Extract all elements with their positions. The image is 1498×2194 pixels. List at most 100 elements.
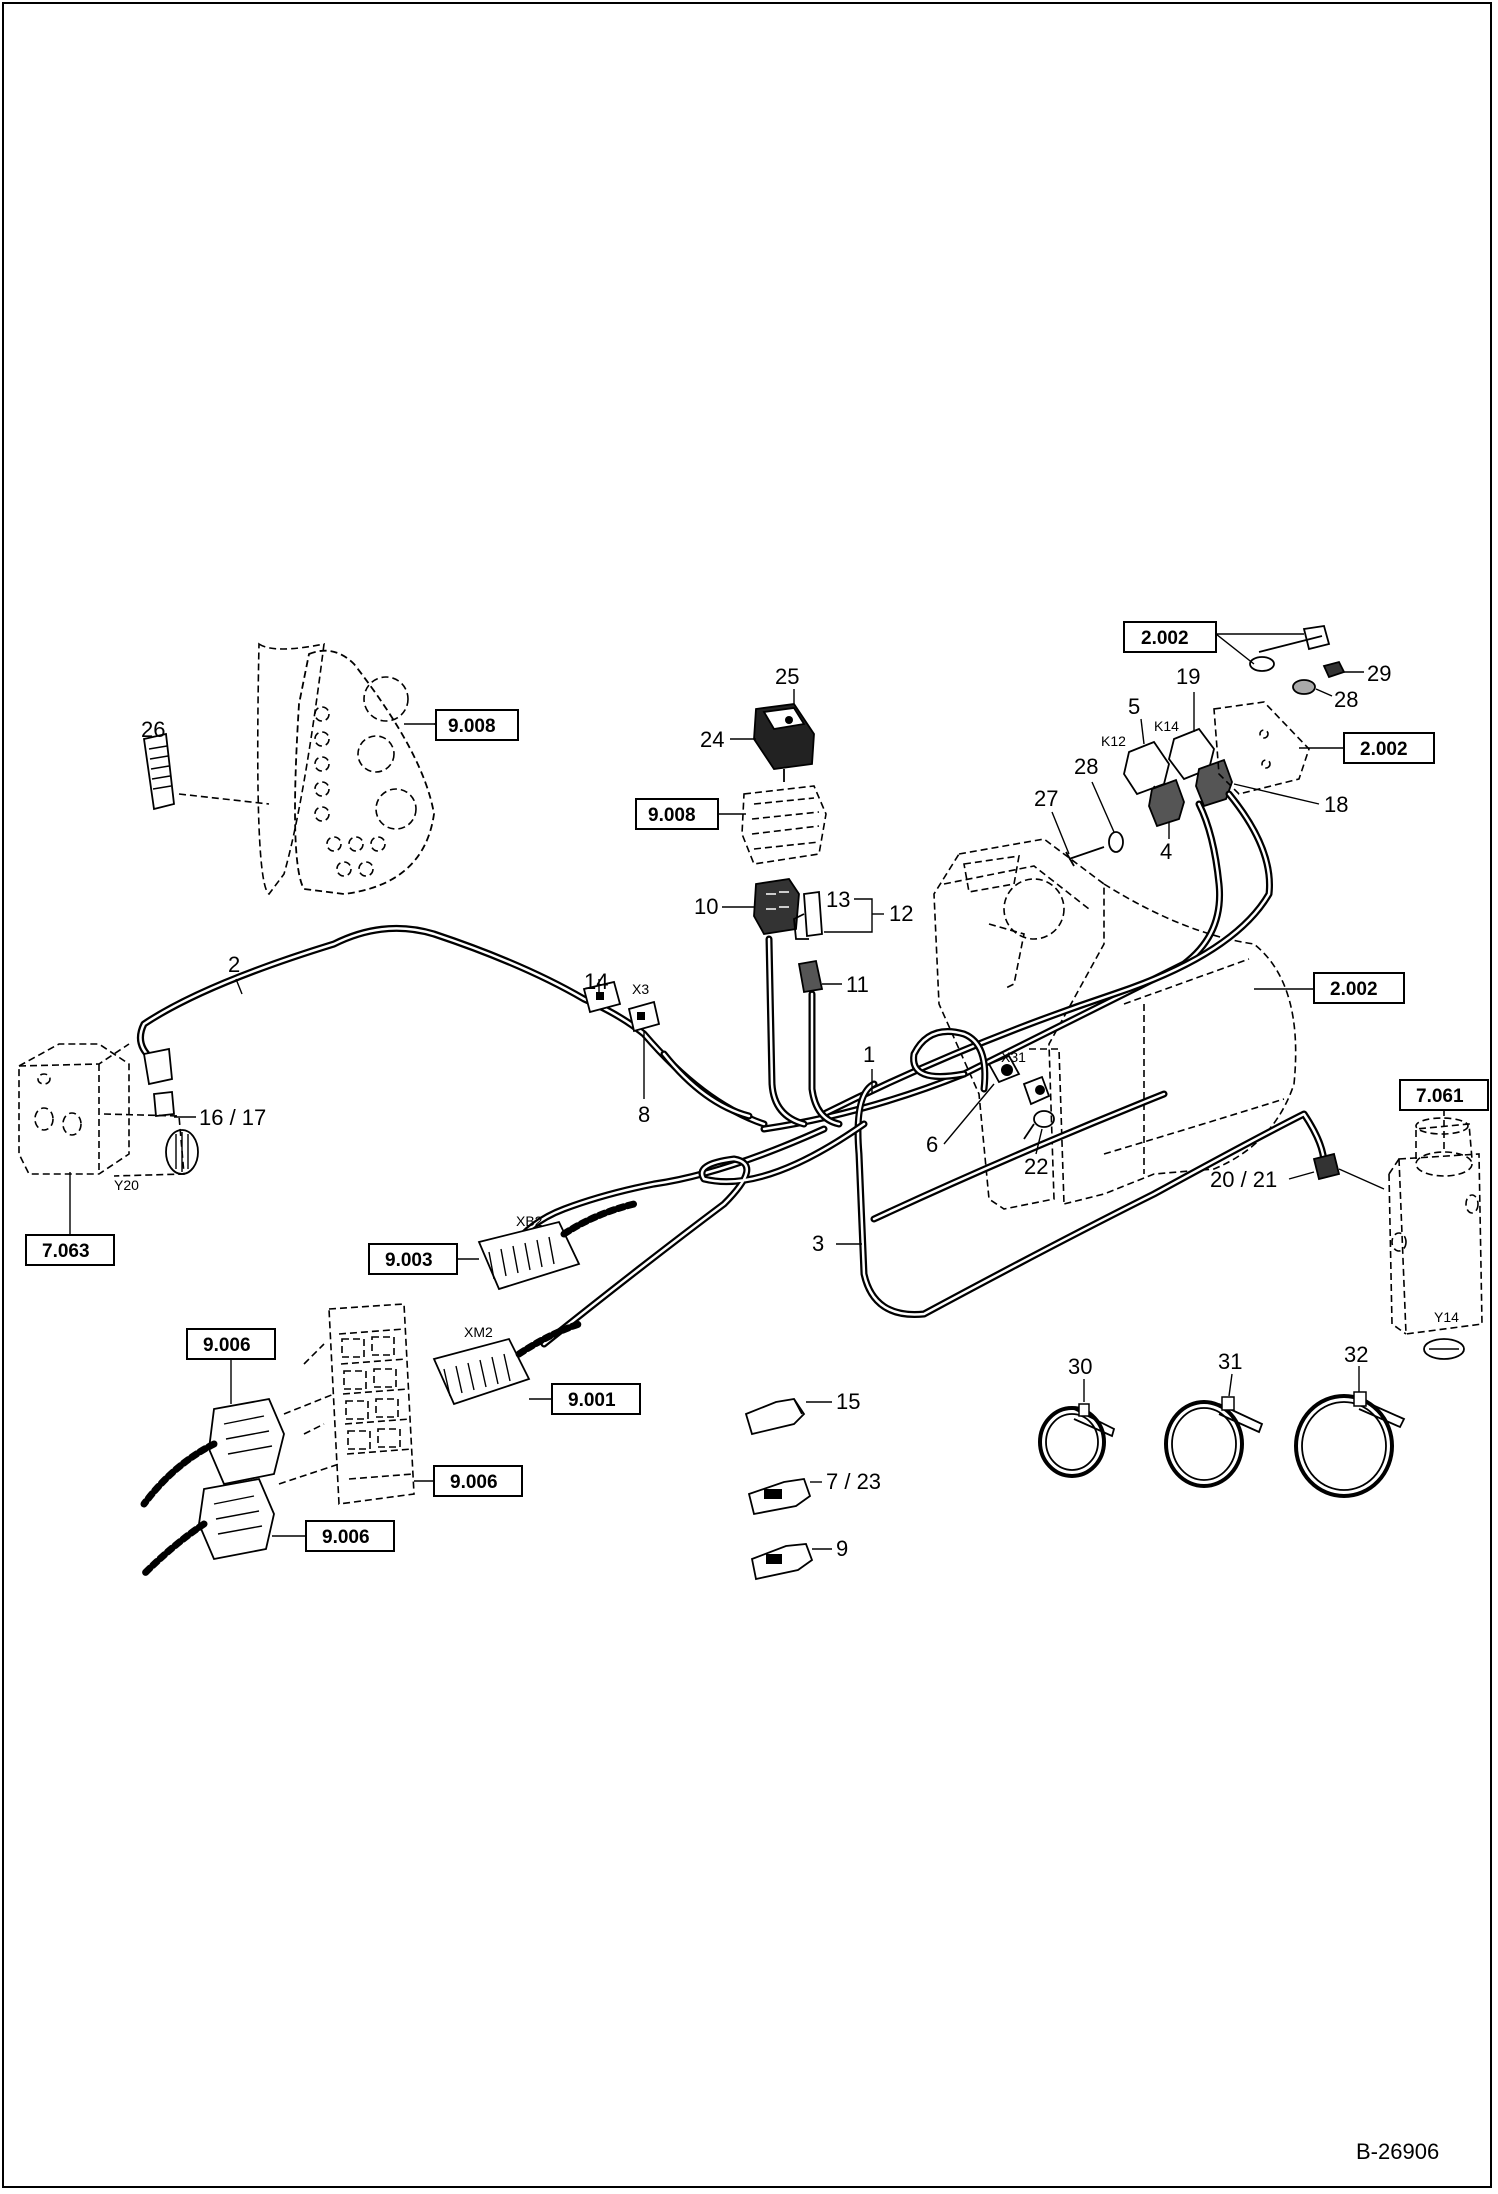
ref-box-9001: [551, 1383, 641, 1415]
label-4: 4: [1160, 839, 1172, 864]
ref-box-9008-panel: [435, 709, 519, 741]
rocker-switch: [753, 703, 815, 782]
instrument-panel: [256, 642, 435, 896]
ref-9003: 9.003: [385, 1250, 433, 1271]
relay-socket-18: [1195, 758, 1233, 808]
cable-tie-30: [1038, 1403, 1116, 1478]
plug-20-21: [1312, 1152, 1385, 1190]
ref-box-2002-tank: [1313, 972, 1405, 1004]
washer-28-lower: [1108, 831, 1124, 853]
ref-9008-panel: 9.008: [448, 716, 496, 737]
tag-y20: Y20: [114, 1177, 139, 1193]
ref-2002-top: 2.002: [1141, 628, 1189, 649]
connector-x3-8: [627, 1000, 661, 1033]
panel-connector-strip: [142, 732, 270, 811]
label-8: 8: [638, 1102, 650, 1127]
cable-3: [854, 1080, 1328, 1318]
connector-xm2: [432, 1320, 583, 1406]
label-9: 9: [836, 1536, 848, 1561]
ground-x31: [987, 1054, 1051, 1106]
label-3: 3: [812, 1231, 824, 1256]
washer-28-top: [1292, 679, 1316, 695]
tag-xm2: XM2: [464, 1324, 493, 1340]
ref-box-7061: [1399, 1079, 1489, 1111]
label-15: 15: [836, 1389, 860, 1414]
switch-socket: [741, 785, 827, 865]
label-28-top: 28: [1334, 687, 1358, 712]
label-7-23: 7 / 23: [826, 1469, 881, 1494]
label-10: 10: [694, 894, 718, 919]
tag-k14: K14: [1154, 718, 1179, 734]
label-30: 30: [1068, 1354, 1092, 1379]
label-6: 6: [926, 1132, 938, 1157]
connector-xb2: [477, 1200, 638, 1291]
ring-terminal-22: [1023, 1110, 1055, 1140]
label-11: 11: [846, 972, 869, 997]
valve-y20: [18, 1043, 199, 1177]
plug-9006-upper: [140, 1397, 285, 1508]
ref-2002-tank: 2.002: [1330, 979, 1378, 1000]
connector-x3-14: [582, 980, 622, 1014]
label-16-17: 16 / 17: [199, 1105, 266, 1130]
relay-connector-10: [753, 878, 800, 935]
label-1: 1: [863, 1042, 875, 1067]
tag-k12: K12: [1101, 733, 1126, 749]
cable-tie-32: [1294, 1391, 1406, 1498]
label-14: 14: [584, 969, 608, 994]
ref-7061: 7.061: [1416, 1086, 1464, 1107]
plug-9006-lower: [140, 1477, 275, 1578]
cable-1: [660, 790, 1273, 1133]
label-20-21: 20 / 21: [1210, 1167, 1277, 1192]
label-28-lower: 28: [1074, 754, 1098, 779]
console-body: [933, 838, 1297, 1210]
ref-box-2002-bracket: [1343, 732, 1435, 764]
relay-bracket: [1213, 701, 1310, 795]
valve-y14: [1388, 1104, 1483, 1360]
ref-9006-b: 9.006: [450, 1472, 498, 1493]
fuse-holder-13: [793, 890, 823, 940]
ref-9006-a: 9.006: [203, 1335, 251, 1356]
label-26: 26: [141, 717, 165, 742]
label-25: 25: [775, 664, 799, 689]
nut-29: [1322, 660, 1346, 679]
label-29: 29: [1367, 661, 1391, 686]
cable-2: [136, 924, 768, 1128]
ref-7063: 7.063: [42, 1241, 90, 1262]
ref-9001: 9.001: [568, 1390, 616, 1411]
label-2: 2: [228, 952, 240, 977]
harness-branches-left: [500, 1120, 868, 1348]
tag-y14: Y14: [1434, 1309, 1459, 1325]
tag-x3: X3: [632, 981, 649, 997]
label-22: 22: [1024, 1154, 1048, 1179]
terminal-9: [750, 1543, 814, 1581]
bolt-27: [1065, 846, 1105, 867]
terminal-15: [744, 1398, 806, 1436]
fuse-board: [303, 1303, 415, 1505]
ref-9006-c: 9.006: [322, 1527, 370, 1548]
label-18: 18: [1324, 792, 1348, 817]
ref-9008-socket: 9.008: [648, 805, 696, 826]
plug-16-17: [142, 1047, 175, 1117]
ref-box-9008-socket: [635, 798, 719, 830]
label-5: 5: [1128, 694, 1140, 719]
relay-socket-4: [1148, 778, 1185, 828]
label-19: 19: [1176, 664, 1200, 689]
label-32: 32: [1344, 1342, 1368, 1367]
tag-x31: X31: [1001, 1049, 1026, 1065]
bolt-top: [1249, 624, 1331, 672]
tag-xb2: XB2: [516, 1213, 543, 1229]
wiring-harness-diagram: 26 9.008 25 24 9.008 10 13 12 11: [18, 621, 1489, 2164]
label-31: 31: [1218, 1349, 1242, 1374]
ref-box-9006-c: [305, 1520, 395, 1552]
ref-2002-bracket: 2.002: [1360, 739, 1408, 760]
label-27: 27: [1034, 786, 1058, 811]
ref-box-9003: [368, 1243, 458, 1275]
terminal-7-23: [747, 1477, 812, 1516]
ref-box-2002-top: [1123, 621, 1217, 653]
label-13: 13: [826, 887, 850, 912]
label-24: 24: [700, 727, 724, 752]
ref-box-9006-a: [186, 1328, 276, 1360]
plug-11: [797, 959, 824, 994]
document-number: B-26906: [1356, 2139, 1439, 2164]
